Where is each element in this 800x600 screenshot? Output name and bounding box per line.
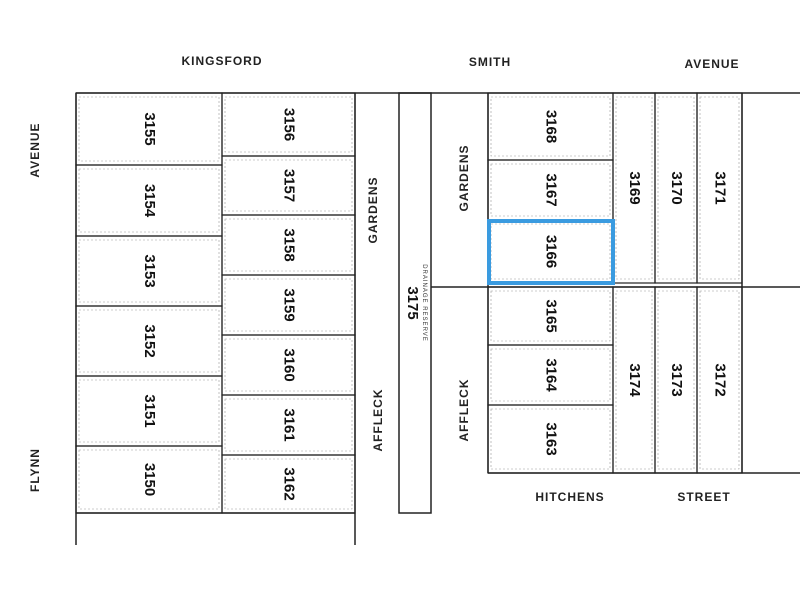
- lot-3172[interactable]: 3172: [712, 363, 729, 396]
- lot-3173[interactable]: 3173: [668, 363, 685, 396]
- lot-3153[interactable]: 3153: [141, 254, 158, 287]
- lot-3170[interactable]: 3170: [668, 171, 685, 204]
- street-gardens-left: GARDENS: [366, 176, 380, 243]
- building-envelope: [224, 96, 353, 153]
- lot-3174-parcel[interactable]: [612, 286, 656, 474]
- lot-3161[interactable]: 3161: [281, 408, 298, 441]
- street-affleck-left: AFFLECK: [371, 389, 385, 452]
- building-envelope: [490, 290, 611, 342]
- lot-3169[interactable]: 3169: [626, 171, 643, 204]
- lot-3171[interactable]: 3171: [712, 171, 729, 204]
- lot-3175[interactable]: 3175: [404, 286, 421, 319]
- building-envelope: [657, 96, 695, 280]
- lot-3167[interactable]: 3167: [543, 173, 560, 206]
- lot-3168[interactable]: 3168: [543, 110, 560, 143]
- lot-3160[interactable]: 3160: [281, 348, 298, 381]
- building-envelope: [490, 348, 611, 402]
- lot-3158[interactable]: 3158: [281, 228, 298, 261]
- building-envelope: [224, 338, 353, 392]
- street-smith: SMITH: [469, 55, 511, 69]
- lot-3174[interactable]: 3174: [626, 363, 643, 397]
- lot-3157[interactable]: 3157: [281, 169, 298, 202]
- building-envelope: [78, 239, 220, 303]
- lot-3159[interactable]: 3159: [281, 288, 298, 321]
- street-flynn: FLYNN: [28, 448, 42, 492]
- street-street: STREET: [677, 490, 730, 504]
- building-envelope: [490, 408, 611, 470]
- lot-3156[interactable]: 3156: [281, 108, 298, 141]
- building-envelope: [224, 218, 353, 272]
- building-envelope: [224, 458, 353, 510]
- building-envelope: [224, 278, 353, 332]
- building-envelope: [615, 96, 653, 280]
- building-envelope: [78, 379, 220, 443]
- lot-3154[interactable]: 3154: [141, 184, 158, 218]
- drainage-reserve[interactable]: [398, 92, 432, 514]
- street-gardens-right: GARDENS: [457, 144, 471, 211]
- lot-3164[interactable]: 3164: [543, 358, 560, 392]
- street-kingsford: KINGSFORD: [182, 54, 263, 68]
- lot-3151[interactable]: 3151: [141, 394, 158, 427]
- drainage-reserve-label: DRAINAGE RESERVE: [421, 264, 427, 342]
- lot-3165[interactable]: 3165: [543, 299, 560, 332]
- building-envelope: [224, 159, 353, 212]
- street-affleck-right: AFFLECK: [457, 379, 471, 442]
- building-envelope: [657, 290, 695, 470]
- lot-3152[interactable]: 3152: [141, 324, 158, 357]
- building-envelope: [490, 96, 611, 157]
- street-hitchens: HITCHENS: [535, 490, 604, 504]
- building-envelope: [78, 96, 220, 162]
- lot-3162[interactable]: 3162: [281, 467, 298, 500]
- building-envelope: [78, 449, 220, 510]
- lot-3166[interactable]: 3166: [543, 235, 560, 268]
- building-envelope: [615, 290, 653, 470]
- lot-3155[interactable]: 3155: [141, 112, 158, 145]
- street-avenue-top: AVENUE: [684, 57, 739, 71]
- street-avenue-left: AVENUE: [28, 122, 42, 177]
- building-envelope: [699, 290, 740, 470]
- lot-3163[interactable]: 3163: [543, 422, 560, 455]
- lot-3150[interactable]: 3150: [141, 463, 158, 496]
- building-envelope: [224, 398, 353, 452]
- lot-3171-parcel[interactable]: [696, 92, 743, 284]
- building-envelope: [699, 96, 740, 280]
- building-envelope: [78, 168, 220, 233]
- building-envelope: [490, 163, 611, 217]
- selected-lot-highlight: [487, 219, 615, 285]
- lot-3162-parcel[interactable]: [221, 454, 356, 514]
- building-envelope: [78, 309, 220, 373]
